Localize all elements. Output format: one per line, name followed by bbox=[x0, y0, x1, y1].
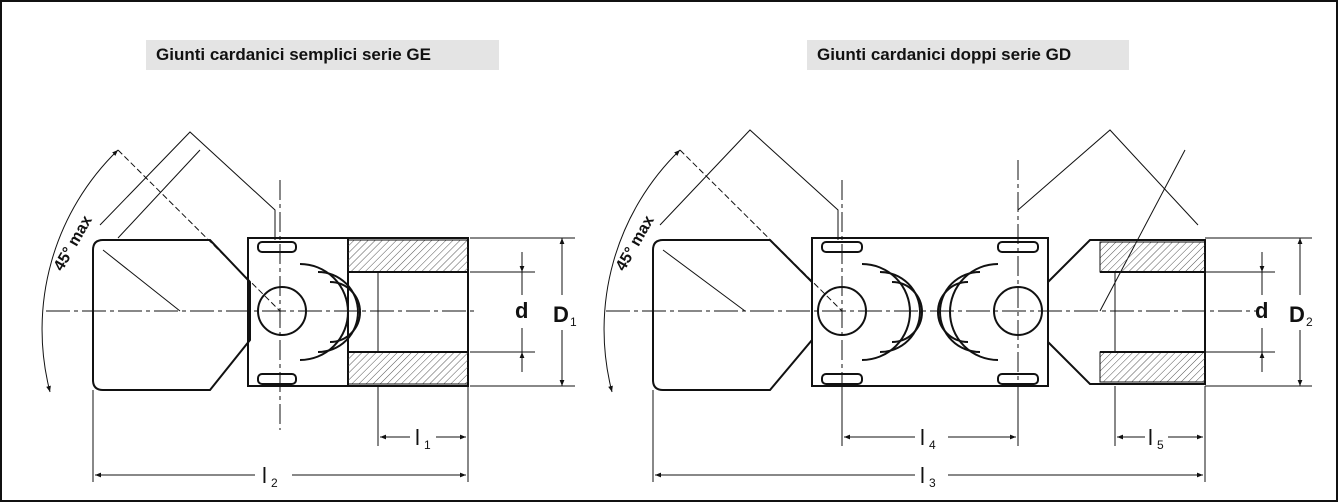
ge-dimension-labels: 45° max d D 1 l 1 l 2 bbox=[51, 213, 577, 490]
title-ge-series: Giunti cardanici semplici serie GE bbox=[146, 40, 499, 70]
gd-hatch-top bbox=[1099, 241, 1206, 273]
ge-l2-label: l bbox=[262, 463, 267, 488]
gd-double-joint bbox=[606, 129, 1258, 430]
gd-d-label: d bbox=[1255, 298, 1268, 323]
ge-yoke-slot-top bbox=[257, 241, 297, 253]
gd-l5-sub: 5 bbox=[1157, 438, 1164, 452]
gd-dimension-labels: 45° max d D 2 l 4 l 5 l 3 bbox=[613, 213, 1313, 490]
gd-l3-sub: 3 bbox=[929, 476, 936, 490]
gd-l4-sub: 4 bbox=[929, 438, 936, 452]
gd-l3-label: l bbox=[920, 463, 925, 488]
gd-center-body bbox=[811, 237, 1049, 387]
gd-tilt-ghost-right bbox=[1017, 129, 1199, 226]
gd-pin-circle-right bbox=[993, 286, 1043, 336]
gd-slot-tr bbox=[997, 241, 1039, 253]
ge-left-hub bbox=[92, 239, 251, 391]
ge-yoke bbox=[247, 237, 349, 387]
gd-slot-tl bbox=[821, 241, 863, 253]
ge-right-hub bbox=[347, 237, 469, 387]
ge-l1-label: l bbox=[415, 425, 420, 450]
gd-dimensions bbox=[603, 149, 1312, 482]
ge-pin-circle bbox=[257, 286, 307, 336]
ge-hatch-top bbox=[347, 239, 469, 273]
gd-hatch-bottom bbox=[1099, 351, 1206, 383]
ge-D1-sub: 1 bbox=[570, 315, 577, 329]
gd-pin-circle-left bbox=[817, 286, 867, 336]
ge-dimensions bbox=[41, 149, 575, 482]
gd-right-hub bbox=[1047, 239, 1206, 385]
ge-l1-sub: 1 bbox=[424, 438, 431, 452]
ge-l2-sub: 2 bbox=[271, 476, 278, 490]
title-gd-series: Giunti cardanici doppi serie GD bbox=[807, 40, 1129, 70]
ge-yoke-slot-bottom bbox=[257, 373, 297, 385]
gd-D2-sub: 2 bbox=[1306, 315, 1313, 329]
gd-D2-label: D bbox=[1289, 302, 1305, 327]
gd-slot-br bbox=[997, 373, 1039, 385]
gd-l4-label: l bbox=[920, 425, 925, 450]
gd-left-hub bbox=[652, 239, 813, 391]
gd-l5-label: l bbox=[1148, 425, 1153, 450]
ge-D1-label: D bbox=[553, 302, 569, 327]
gd-tilt-ghost-left bbox=[659, 129, 839, 240]
ge-d-label: d bbox=[515, 298, 528, 323]
gd-slot-bl bbox=[821, 373, 863, 385]
ge-tilt-ghost bbox=[99, 131, 276, 240]
ge-single-joint bbox=[46, 131, 478, 430]
ge-hatch-bottom bbox=[347, 351, 469, 385]
